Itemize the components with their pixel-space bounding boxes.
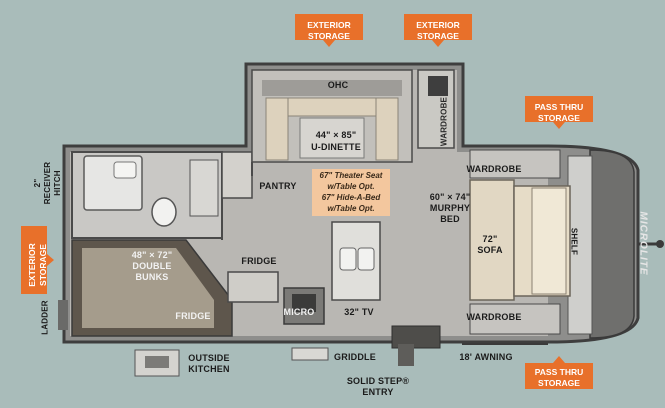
tv-label: 32" TV	[344, 307, 374, 317]
pantry-label: PANTRY	[259, 181, 297, 191]
murphy-bed-label: 60" × 74" MURPHY BED	[429, 192, 471, 224]
dinette-name-label: U-DINETTE	[311, 142, 361, 152]
toilet	[151, 197, 177, 227]
fridge-unit	[227, 271, 279, 303]
ladder	[58, 300, 68, 330]
front-cap	[589, 149, 635, 339]
ladder-label: LADDER	[40, 300, 50, 335]
fridge-bottom-label: FRIDGE	[175, 311, 211, 321]
micro-label: MICRO	[283, 307, 315, 317]
awning-label: 18' AWNING	[459, 352, 513, 362]
pass-thru-storage-label: PASS THRU STORAGE	[534, 367, 584, 388]
wardrobe-top-label: WARDROBE	[439, 96, 449, 147]
exterior-storage-side-badge: EXTERIOR STORAGE	[21, 226, 55, 294]
entry-step	[391, 325, 441, 349]
pass-thru-storage-label: PASS THRU STORAGE	[534, 102, 584, 123]
shelf-label: SHELF	[569, 227, 579, 256]
exterior-storage-label: EXTERIOR STORAGE	[307, 20, 351, 41]
pantry	[221, 151, 253, 199]
brand-label: MICROLITE	[637, 211, 649, 276]
dinette-size-label: 44" × 85"	[315, 130, 357, 140]
wardrobe-right-top-label: WARDROBE	[466, 164, 522, 174]
outside-kitchen-label: OUTSIDE KITCHEN	[188, 353, 230, 374]
fridge-mid-label: FRIDGE	[241, 256, 277, 266]
griddle-label: GRIDDLE	[334, 352, 376, 362]
bunks-label: 48" × 72" DOUBLE BUNKS	[131, 250, 173, 282]
exterior-storage-badge: EXTERIOR STORAGE	[295, 14, 363, 48]
griddle-unit	[291, 347, 329, 361]
pass-thru-storage-badge: PASS THRU STORAGE	[525, 355, 593, 389]
shelf	[567, 155, 593, 335]
exterior-storage-label: EXTERIOR STORAGE	[416, 20, 460, 41]
exterior-storage-badge: EXTERIOR STORAGE	[404, 14, 472, 48]
ohc-label: OHC	[327, 80, 349, 90]
entry-label: SOLID STEP® ENTRY	[346, 376, 410, 397]
seating-option-note: 67" Theater Seat w/Table Opt. 67" Hide-A…	[312, 169, 390, 216]
exterior-storage-side-label: EXTERIOR STORAGE	[27, 243, 48, 287]
sofa-label: 72" SOFA	[477, 234, 503, 255]
pass-thru-storage-badge: PASS THRU STORAGE	[525, 96, 593, 130]
receiver-hitch-label: 2" RECEIVER HITCH	[33, 161, 62, 205]
wardrobe-right-bottom-label: WARDROBE	[466, 312, 522, 322]
